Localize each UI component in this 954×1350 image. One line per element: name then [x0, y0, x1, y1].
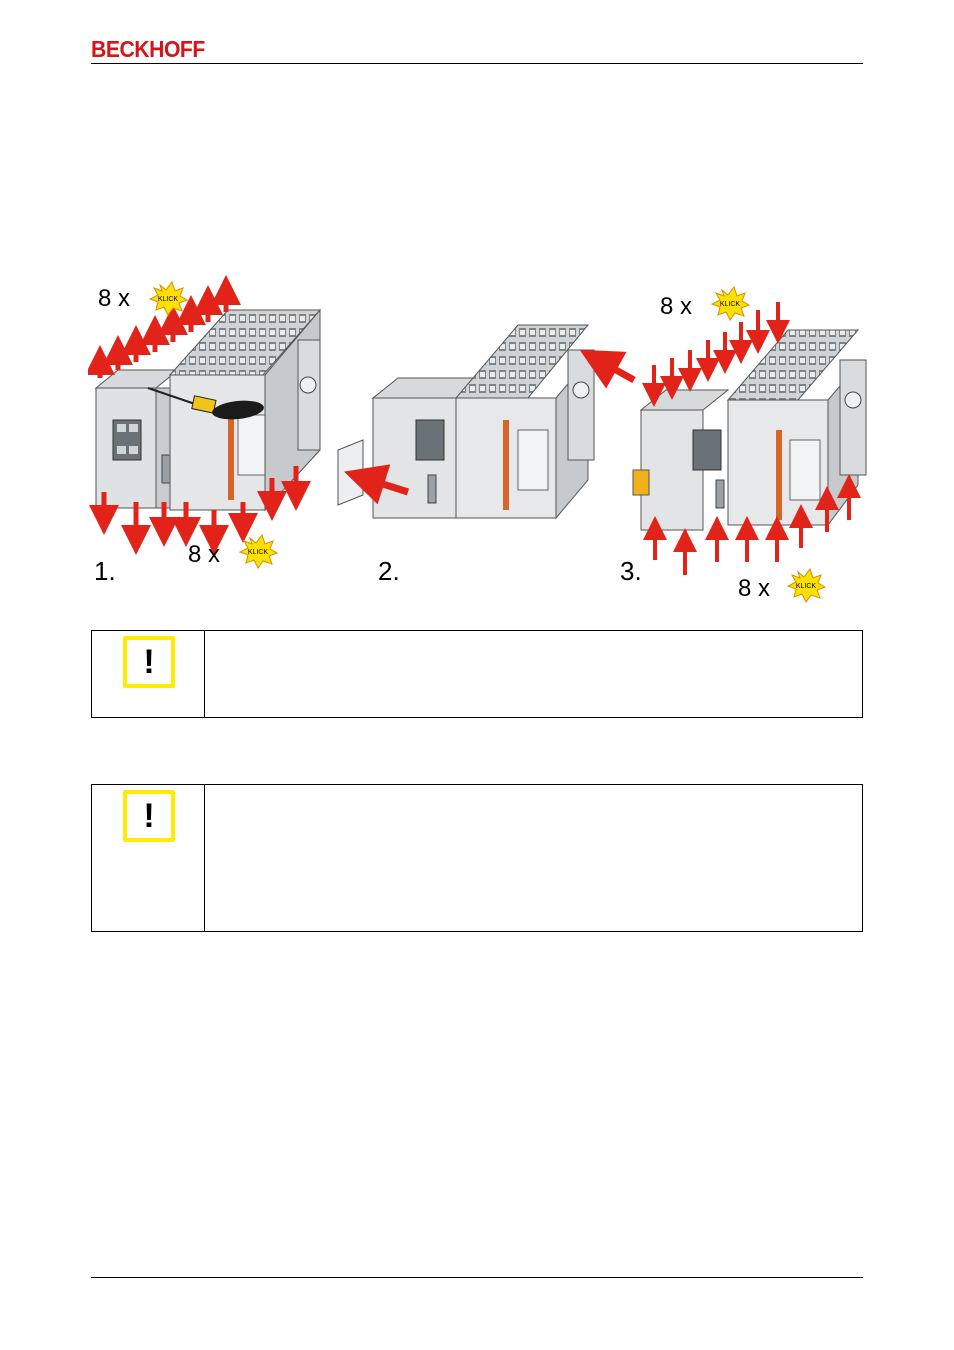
step-1-arrows-up [88, 275, 241, 378]
step-2-number: 2. [378, 556, 400, 586]
header-rule [91, 63, 863, 64]
step-3-klick-top-label: KLICK [720, 301, 741, 308]
note-icon-cell: ! [92, 785, 205, 931]
attention-icon: ! [123, 636, 175, 688]
note-body [205, 631, 862, 717]
step-3-klick-bottom-burst [786, 567, 827, 603]
step-3-arrows-down [642, 302, 790, 407]
step-3-arrows-up [643, 474, 861, 575]
step-3-klick-top-burst [710, 285, 751, 321]
note-icon-cell: ! [92, 631, 205, 717]
attention-icon: ! [123, 790, 175, 842]
attention-note-1: ! [91, 630, 863, 718]
installation-figure: 8 x KLICK 8 x KLICK 1. 2. [88, 275, 867, 603]
step-1-klick-bottom-label: KLICK [248, 549, 269, 556]
step-1-klick-bottom-burst [238, 533, 279, 569]
step-1-klick-top-label: KLICK [158, 296, 179, 303]
step-3-klick-bottom-label: KLICK [796, 583, 817, 590]
attention-note-2: ! [91, 784, 863, 932]
step-1-arrows-down [89, 466, 311, 555]
step-1-klick-top-burst [148, 280, 189, 316]
step-3-number: 3. [620, 556, 642, 586]
note-body [205, 785, 862, 931]
step-2-arrows [343, 349, 636, 505]
step-1-number: 1. [94, 556, 116, 586]
step-3-klick-bottom-count: 8 x [738, 575, 770, 602]
step-2-device [337, 324, 595, 520]
step-3-device [632, 329, 867, 531]
step-1-klick-top-count: 8 x [98, 285, 130, 312]
step-1-klick-bottom-count: 8 x [188, 541, 220, 568]
step-1-device [94, 308, 322, 512]
step-3-klick-top-count: 8 x [660, 293, 692, 320]
beckhoff-logo: BECKHOFF [91, 36, 205, 62]
footer-rule [91, 1277, 863, 1278]
